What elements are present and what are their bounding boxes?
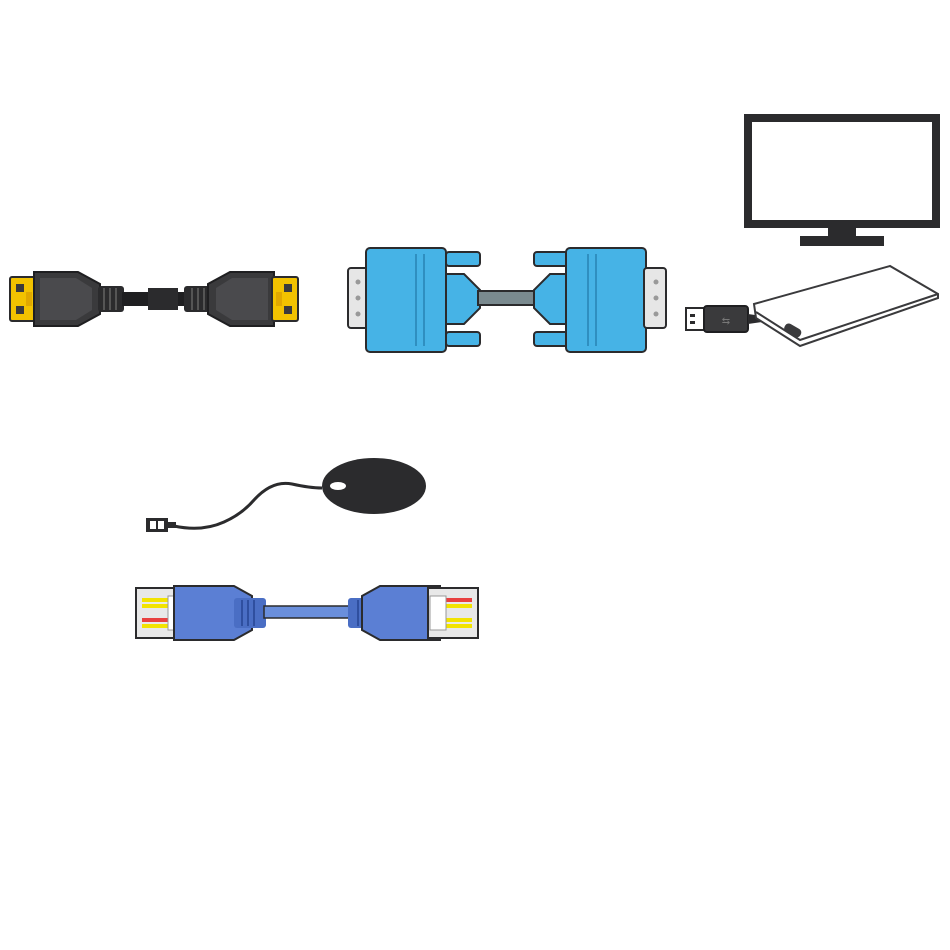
svg-text:⇆: ⇆ [722, 316, 730, 327]
hdmi-cable-icon[interactable] [8, 268, 300, 330]
monitor-icon[interactable] [744, 114, 940, 248]
external-drive-icon[interactable]: ⇆ [684, 264, 944, 350]
vga-cable-icon[interactable] [346, 244, 668, 356]
ethernet-cable-icon[interactable] [134, 584, 480, 642]
mouse-icon[interactable] [142, 456, 430, 540]
